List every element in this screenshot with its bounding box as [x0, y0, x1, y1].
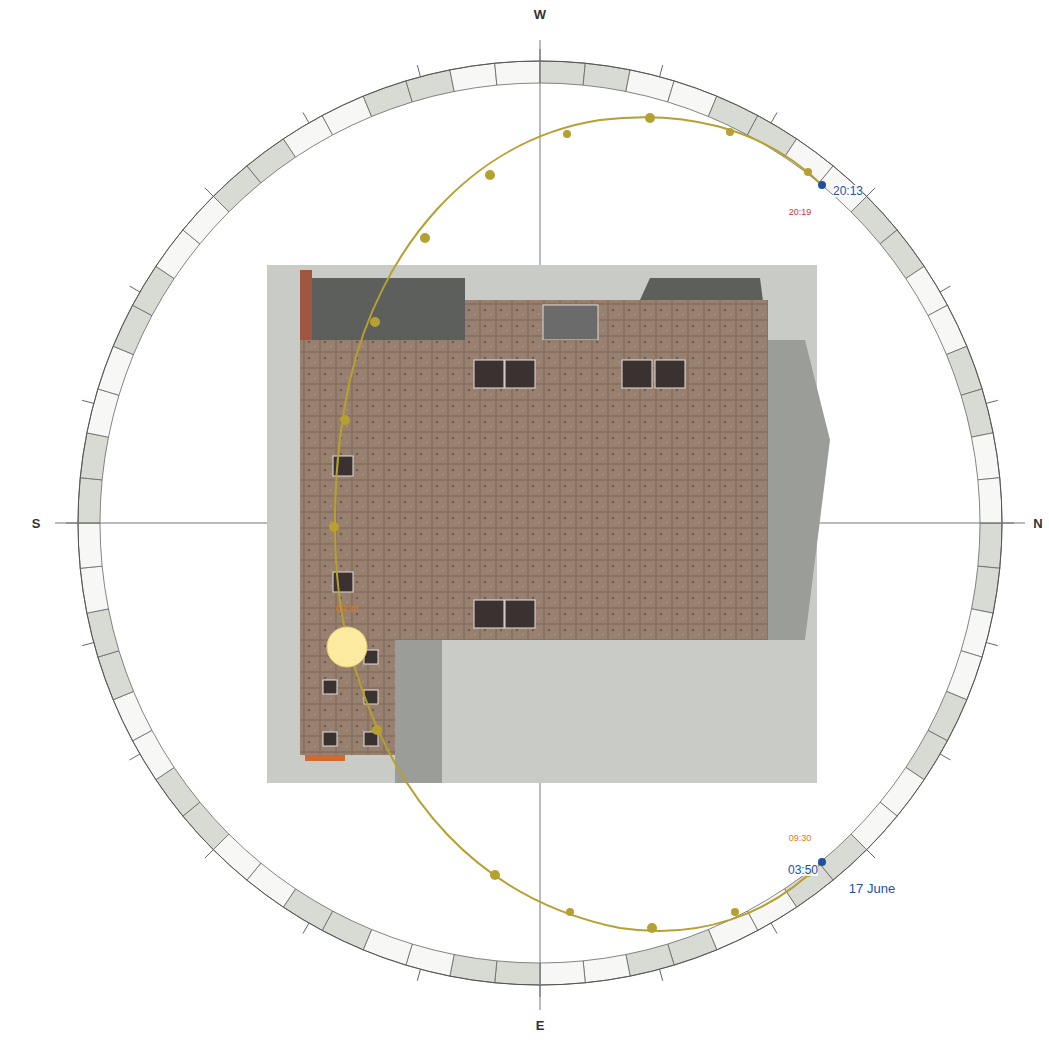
sun-path [335, 117, 822, 931]
ring-segment [947, 346, 983, 395]
ring-tick [82, 400, 94, 403]
stair-element [300, 270, 312, 340]
ring-segment [80, 566, 108, 613]
ring-segment [972, 566, 1000, 613]
ring-segment [928, 305, 967, 354]
ring-segment [495, 961, 540, 985]
ring-segment [540, 961, 585, 985]
compass-direction: E [536, 1019, 545, 1032]
ring-segment [450, 955, 497, 983]
ring-tick [205, 850, 213, 858]
ring-segment [972, 433, 1000, 480]
ring-segment [98, 651, 134, 700]
ring-tick [771, 113, 777, 123]
current-time: 09:30 [336, 605, 359, 614]
roof-windows [323, 360, 685, 746]
ring-segment [978, 523, 1002, 568]
ring-segment [978, 478, 1002, 523]
sunset-time: 20:19 [789, 208, 812, 217]
ring-segment [450, 63, 497, 91]
ring-tick [660, 65, 663, 77]
ring-tick [130, 754, 140, 760]
ring-segment [668, 930, 717, 966]
ring-tick [417, 969, 420, 981]
ring-tick [82, 643, 94, 646]
ring-segment [540, 61, 585, 85]
ring-tick [986, 643, 998, 646]
ring-tick [867, 188, 875, 196]
date-label: 17 June [849, 882, 895, 895]
sun-path-hours [329, 113, 812, 933]
ring-tick [205, 188, 213, 196]
compass-direction: N [1033, 517, 1042, 530]
ring-tick [771, 923, 777, 933]
ring-segment [98, 346, 134, 395]
building-shadow [768, 340, 830, 640]
ring-segment [322, 96, 371, 135]
compass-direction: S [32, 517, 41, 530]
sunset-marker [818, 181, 826, 189]
ring-segment [947, 651, 983, 700]
ring-tick [660, 969, 663, 981]
compass-direction: W [534, 8, 546, 21]
ring-segment [363, 81, 412, 117]
roof-opening [543, 305, 598, 340]
ring-segment [78, 523, 102, 568]
sunset-time: 20:13 [833, 185, 863, 197]
ring-segment [583, 955, 630, 983]
sun [327, 627, 367, 667]
sunrise-time: 09:30 [789, 834, 812, 843]
ring-segment [363, 930, 412, 966]
ring-tick [986, 400, 998, 403]
sunrise-time: 03:50 [788, 864, 818, 876]
ring-segment [583, 63, 630, 91]
ring-segment [495, 61, 540, 85]
ring-segment [668, 81, 717, 117]
ring-tick [303, 113, 309, 123]
ring-tick [940, 286, 950, 292]
ring-tick [417, 65, 420, 77]
ring-tick [130, 286, 140, 292]
roof-top-structure [465, 300, 768, 340]
ring-tick [867, 850, 875, 858]
ring-segment [708, 911, 757, 950]
building-shadow [395, 640, 442, 783]
ring-segment [80, 433, 108, 480]
door-mark [305, 755, 345, 761]
ring-segment [113, 691, 152, 740]
building-roof [300, 340, 768, 640]
ring-tick [940, 754, 950, 760]
ring-segment [78, 478, 102, 523]
ring-tick [303, 923, 309, 933]
ground-plane [267, 265, 817, 783]
sunrise-marker [818, 858, 826, 866]
